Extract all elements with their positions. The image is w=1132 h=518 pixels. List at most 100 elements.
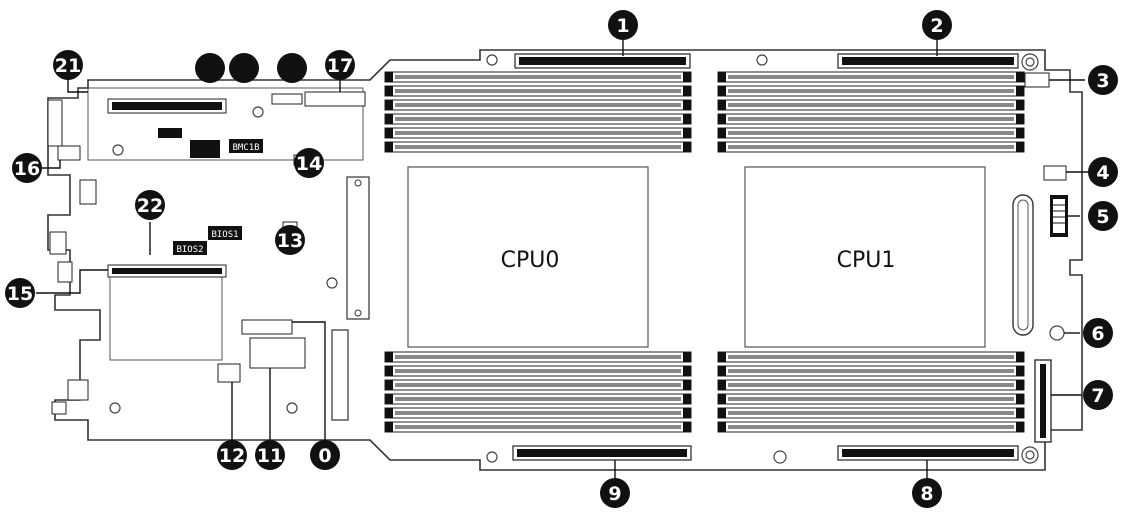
dimm-latch [385, 128, 393, 138]
dimm-slot-contacts [395, 369, 681, 373]
bmc-chip-label: BMC1B [232, 143, 259, 153]
callout-circle [195, 53, 225, 83]
dimm-bank-cpu0-bottom [384, 351, 692, 433]
callout-14: 14 [294, 148, 324, 178]
callout-circle [1083, 318, 1113, 348]
dimm-slot-contacts [395, 89, 681, 93]
dimm-slot-contacts [395, 145, 681, 149]
dimm-slot-contacts [728, 383, 1014, 387]
callout-circle [1088, 157, 1118, 187]
m2-slot-left [107, 264, 227, 278]
dimm-latch [683, 366, 691, 376]
dimm-slot-contacts [395, 411, 681, 415]
dimm-latch [718, 352, 726, 362]
callout-circle [217, 440, 247, 470]
dimm-slot-contacts [395, 355, 681, 359]
dimm-latch [718, 394, 726, 404]
callout-6: 6 [1083, 318, 1113, 348]
callout-circle [912, 478, 942, 508]
callout-number: 15 [7, 283, 33, 305]
connector-7 [1034, 359, 1052, 443]
dimm-latch [1016, 114, 1024, 124]
callout-0: 0 [310, 440, 340, 470]
cpu1-label: CPU1 [837, 248, 896, 273]
cpu0-socket: CPU0 [407, 166, 649, 348]
callout-blank-21 [277, 53, 307, 83]
callout-circle [325, 50, 355, 80]
callout-circle [229, 53, 259, 83]
dimm-latch [385, 86, 393, 96]
leader-lines [36, 40, 1088, 478]
dimm-slot-contacts [395, 103, 681, 107]
callout-8: 8 [912, 478, 942, 508]
callout-number: 21 [55, 55, 81, 77]
dimm-slot-contacts [728, 425, 1014, 429]
chip-bios2: BIOS2 [173, 241, 207, 255]
callout-21: 21 [53, 50, 83, 80]
dimm-latch [385, 394, 393, 404]
callout-17: 17 [325, 50, 355, 80]
vertical-connector-lower [331, 329, 349, 421]
callout-number: 8 [920, 483, 933, 505]
dimm-bank-cpu1-bottom [717, 351, 1025, 433]
dimm-slot-contacts [395, 397, 681, 401]
bios2-chip-label: BIOS2 [176, 245, 203, 255]
dimm-latch [1016, 86, 1024, 96]
callout-3: 3 [1088, 65, 1118, 95]
connector-5 [1050, 195, 1068, 237]
callout-number: 1 [616, 15, 629, 37]
callout-2: 2 [922, 10, 952, 40]
dimm-latch [1016, 394, 1024, 404]
callout-circle [600, 478, 630, 508]
mounting-holes [109, 53, 1065, 464]
m2-slot-top [107, 98, 227, 114]
callout-number: 16 [14, 158, 40, 180]
dimm-latch [385, 100, 393, 110]
chip-small [158, 128, 182, 138]
dimm-latch [1016, 408, 1024, 418]
dimm-slot-contacts [728, 75, 1014, 79]
pcie-slot-bottom-right [837, 445, 1019, 461]
battery-holder [1012, 194, 1034, 336]
header-17 [271, 91, 366, 107]
header-3 [1024, 72, 1050, 88]
dimm-slot-contacts [728, 117, 1014, 121]
dimm-latch [683, 72, 691, 82]
callout-13: 13 [275, 225, 305, 255]
chip-black [190, 140, 220, 158]
board-outline [47, 49, 1083, 471]
dimm-latch [1016, 128, 1024, 138]
dimm-latch [718, 380, 726, 390]
dimm-latch [1016, 142, 1024, 152]
dimm-latch [385, 366, 393, 376]
callout-circle [135, 190, 165, 220]
dimm-latch [385, 408, 393, 418]
dimm-slot-contacts [395, 425, 681, 429]
pcie-slot-top-left [514, 53, 691, 69]
dimm-latch [1016, 72, 1024, 82]
callout-number: 17 [327, 55, 353, 77]
cpu0-label: CPU0 [501, 248, 560, 273]
dimm-bank-cpu0-top [384, 71, 692, 153]
callout-circle [53, 50, 83, 80]
callout-circle [310, 440, 340, 470]
callout-circle [5, 278, 35, 308]
dimm-latch [385, 72, 393, 82]
callout-5: 5 [1088, 201, 1118, 231]
callout-number: 22 [137, 195, 163, 217]
callout-circle [277, 53, 307, 83]
callout-number: 7 [1091, 385, 1104, 407]
callout-number: 13 [277, 230, 303, 252]
callout-circle [255, 440, 285, 470]
callout-circle [922, 10, 952, 40]
callout-number: 0 [318, 445, 331, 467]
chip-bios1: BIOS1 [208, 226, 242, 240]
left-edge-ports [47, 99, 97, 415]
callout-circle [1088, 201, 1118, 231]
dimm-latch [718, 72, 726, 82]
callout-number: 2 [930, 15, 943, 37]
dimm-latch [718, 128, 726, 138]
chip-bmc: BMC1B [229, 139, 263, 153]
callout-11: 11 [255, 440, 285, 470]
dimm-latch [385, 422, 393, 432]
